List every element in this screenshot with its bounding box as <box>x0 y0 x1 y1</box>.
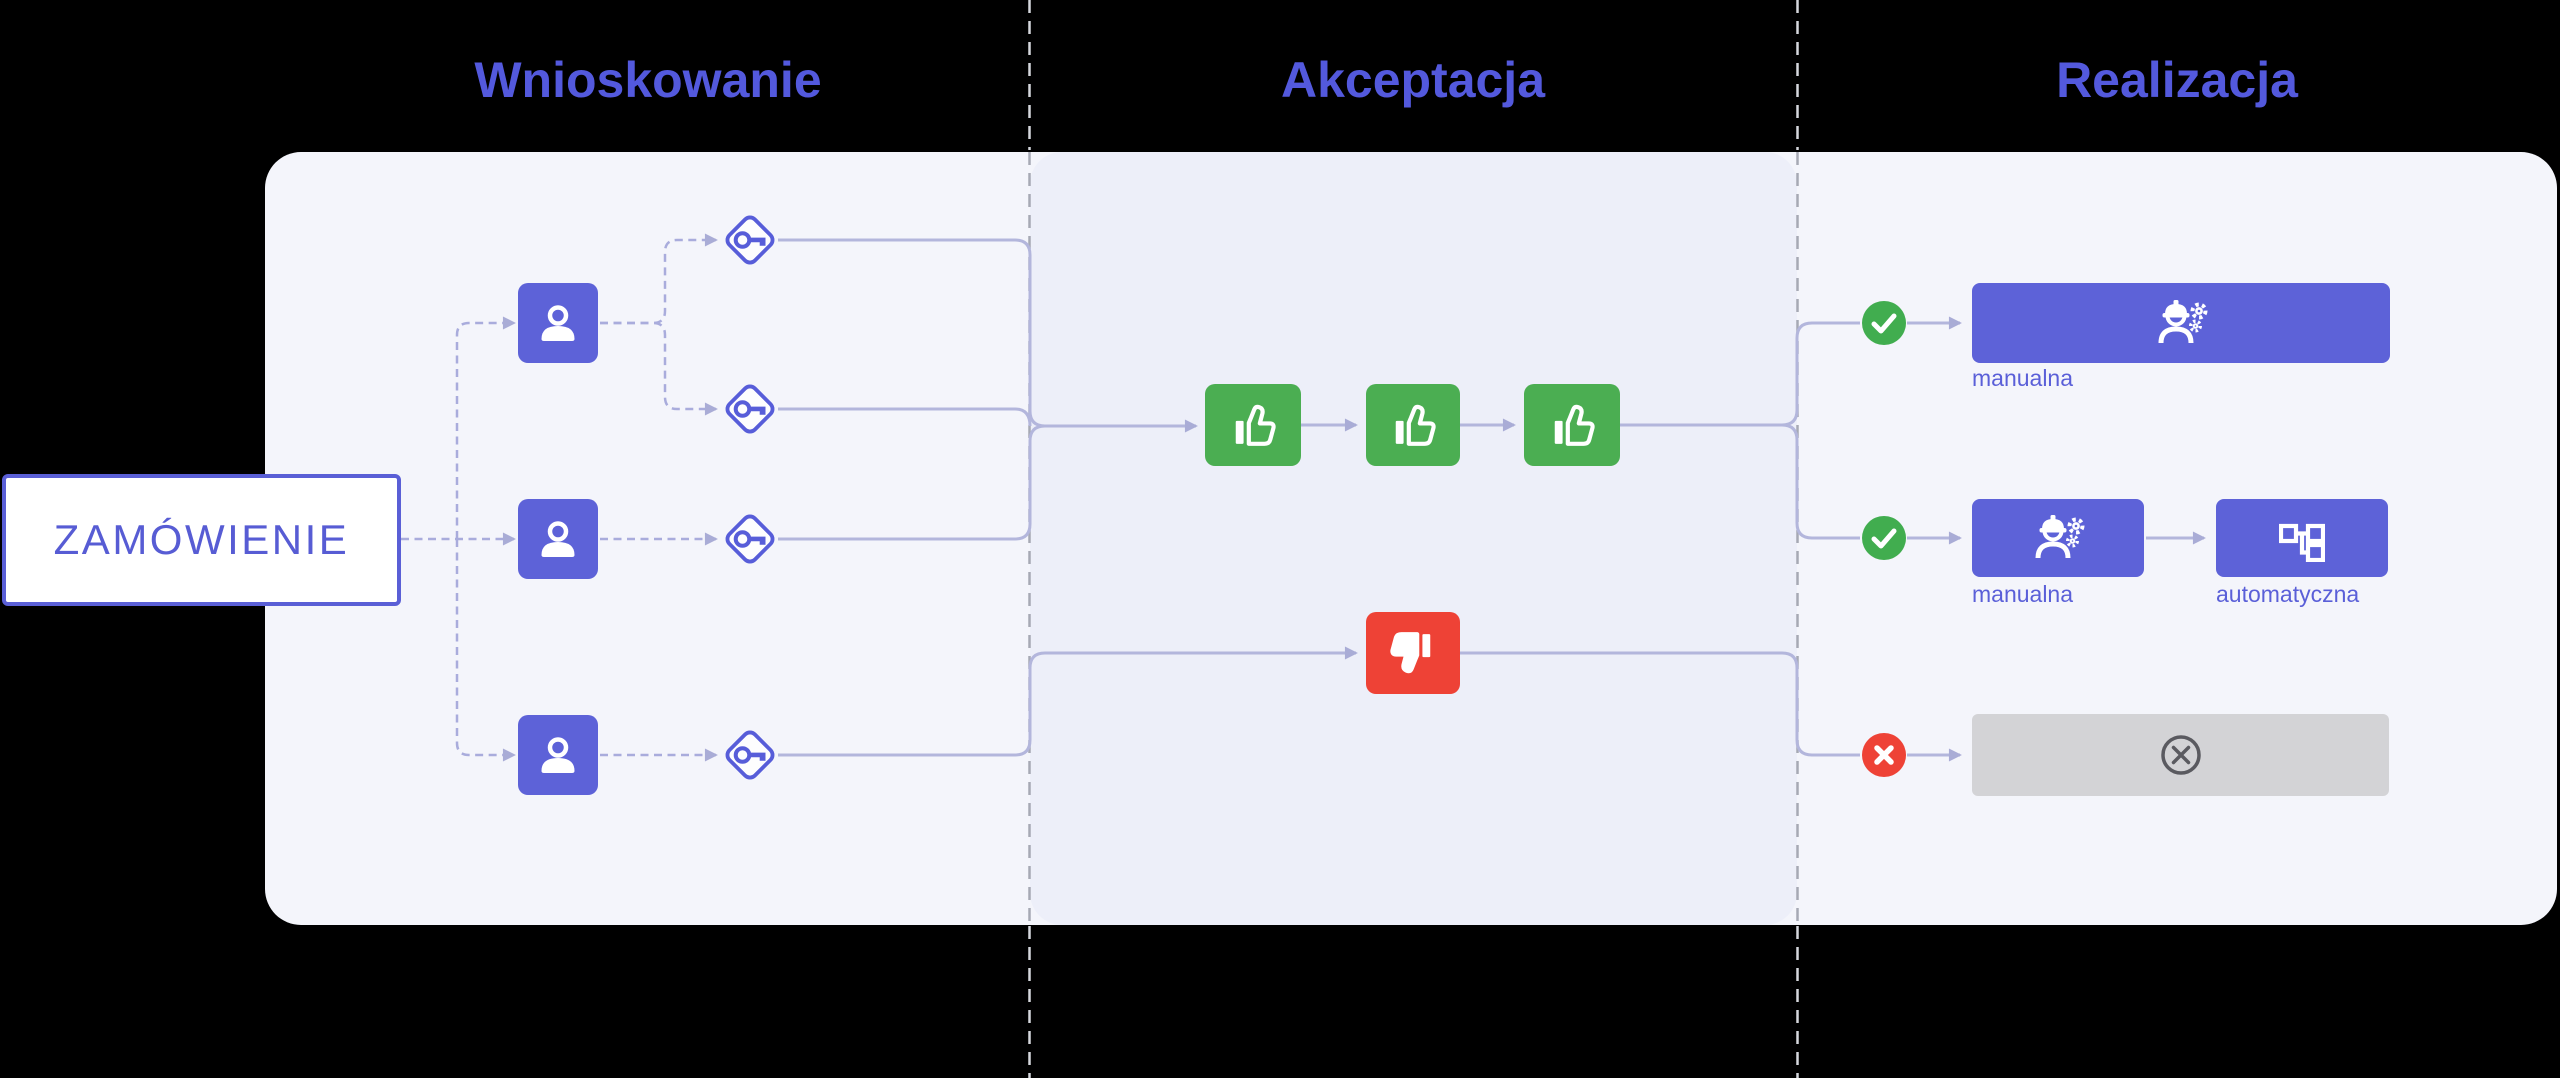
key-diamond-icon <box>725 514 775 564</box>
check-circle-icon <box>1871 528 1897 549</box>
key-diamond-icon <box>725 384 775 434</box>
thumb-up-icon <box>1554 404 1595 446</box>
access-key-node-4 <box>721 726 779 784</box>
engineer-icon <box>2035 515 2085 559</box>
workflow-tree-icon <box>2279 523 2325 562</box>
phase-title-akceptacja: Akceptacja <box>1280 52 1546 108</box>
phase-title-realizacja: Realizacja <box>2056 52 2298 108</box>
approved-badge-2 <box>1862 516 1906 560</box>
solid-connectors <box>778 238 2206 762</box>
approval-step-3 <box>1524 384 1620 466</box>
outcome-label-automatic: automatyczna <box>2216 581 2360 607</box>
outcome-label-manual-top: manualna <box>1972 365 2074 391</box>
check-circle-icon <box>1871 313 1897 334</box>
person-icon <box>541 521 575 557</box>
access-key-node-2 <box>721 380 779 438</box>
person-icon <box>541 737 575 773</box>
phase-title-wnioskowanie: Wnioskowanie <box>474 52 822 108</box>
acceptance-section-panel <box>1030 152 1797 925</box>
realization-manual-wide-node <box>1972 283 2390 363</box>
thumb-up-icon <box>1395 404 1436 446</box>
access-key-node-3 <box>721 510 779 568</box>
rejection-step <box>1366 612 1460 694</box>
approval-step-2 <box>1366 384 1460 466</box>
outcome-label-manual-mid: manualna <box>1972 581 2074 607</box>
key-diamond-icon <box>725 730 775 780</box>
requester-node-3 <box>518 715 598 795</box>
order-node: ZAMÓWIENIE <box>2 474 401 606</box>
dashed-connectors <box>401 233 718 762</box>
approval-step-1 <box>1205 384 1301 466</box>
key-diamond-icon <box>725 215 775 265</box>
access-key-node-1 <box>721 211 779 269</box>
cancelled-circle-icon <box>2160 735 2201 775</box>
x-circle-icon <box>1874 745 1894 765</box>
approved-badge-1 <box>1862 301 1906 345</box>
requester-node-1 <box>518 283 598 363</box>
realization-cancelled-node <box>1972 714 2389 796</box>
realization-manual-node <box>1972 499 2144 577</box>
requester-node-2 <box>518 499 598 579</box>
thumb-up-icon <box>1235 404 1276 446</box>
rejected-badge <box>1862 733 1906 777</box>
thumb-down-icon <box>1390 632 1431 674</box>
order-node-label: ZAMÓWIENIE <box>53 516 350 563</box>
realization-automatic-node <box>2216 499 2388 577</box>
engineer-icon <box>2158 300 2208 344</box>
person-icon <box>541 305 575 341</box>
